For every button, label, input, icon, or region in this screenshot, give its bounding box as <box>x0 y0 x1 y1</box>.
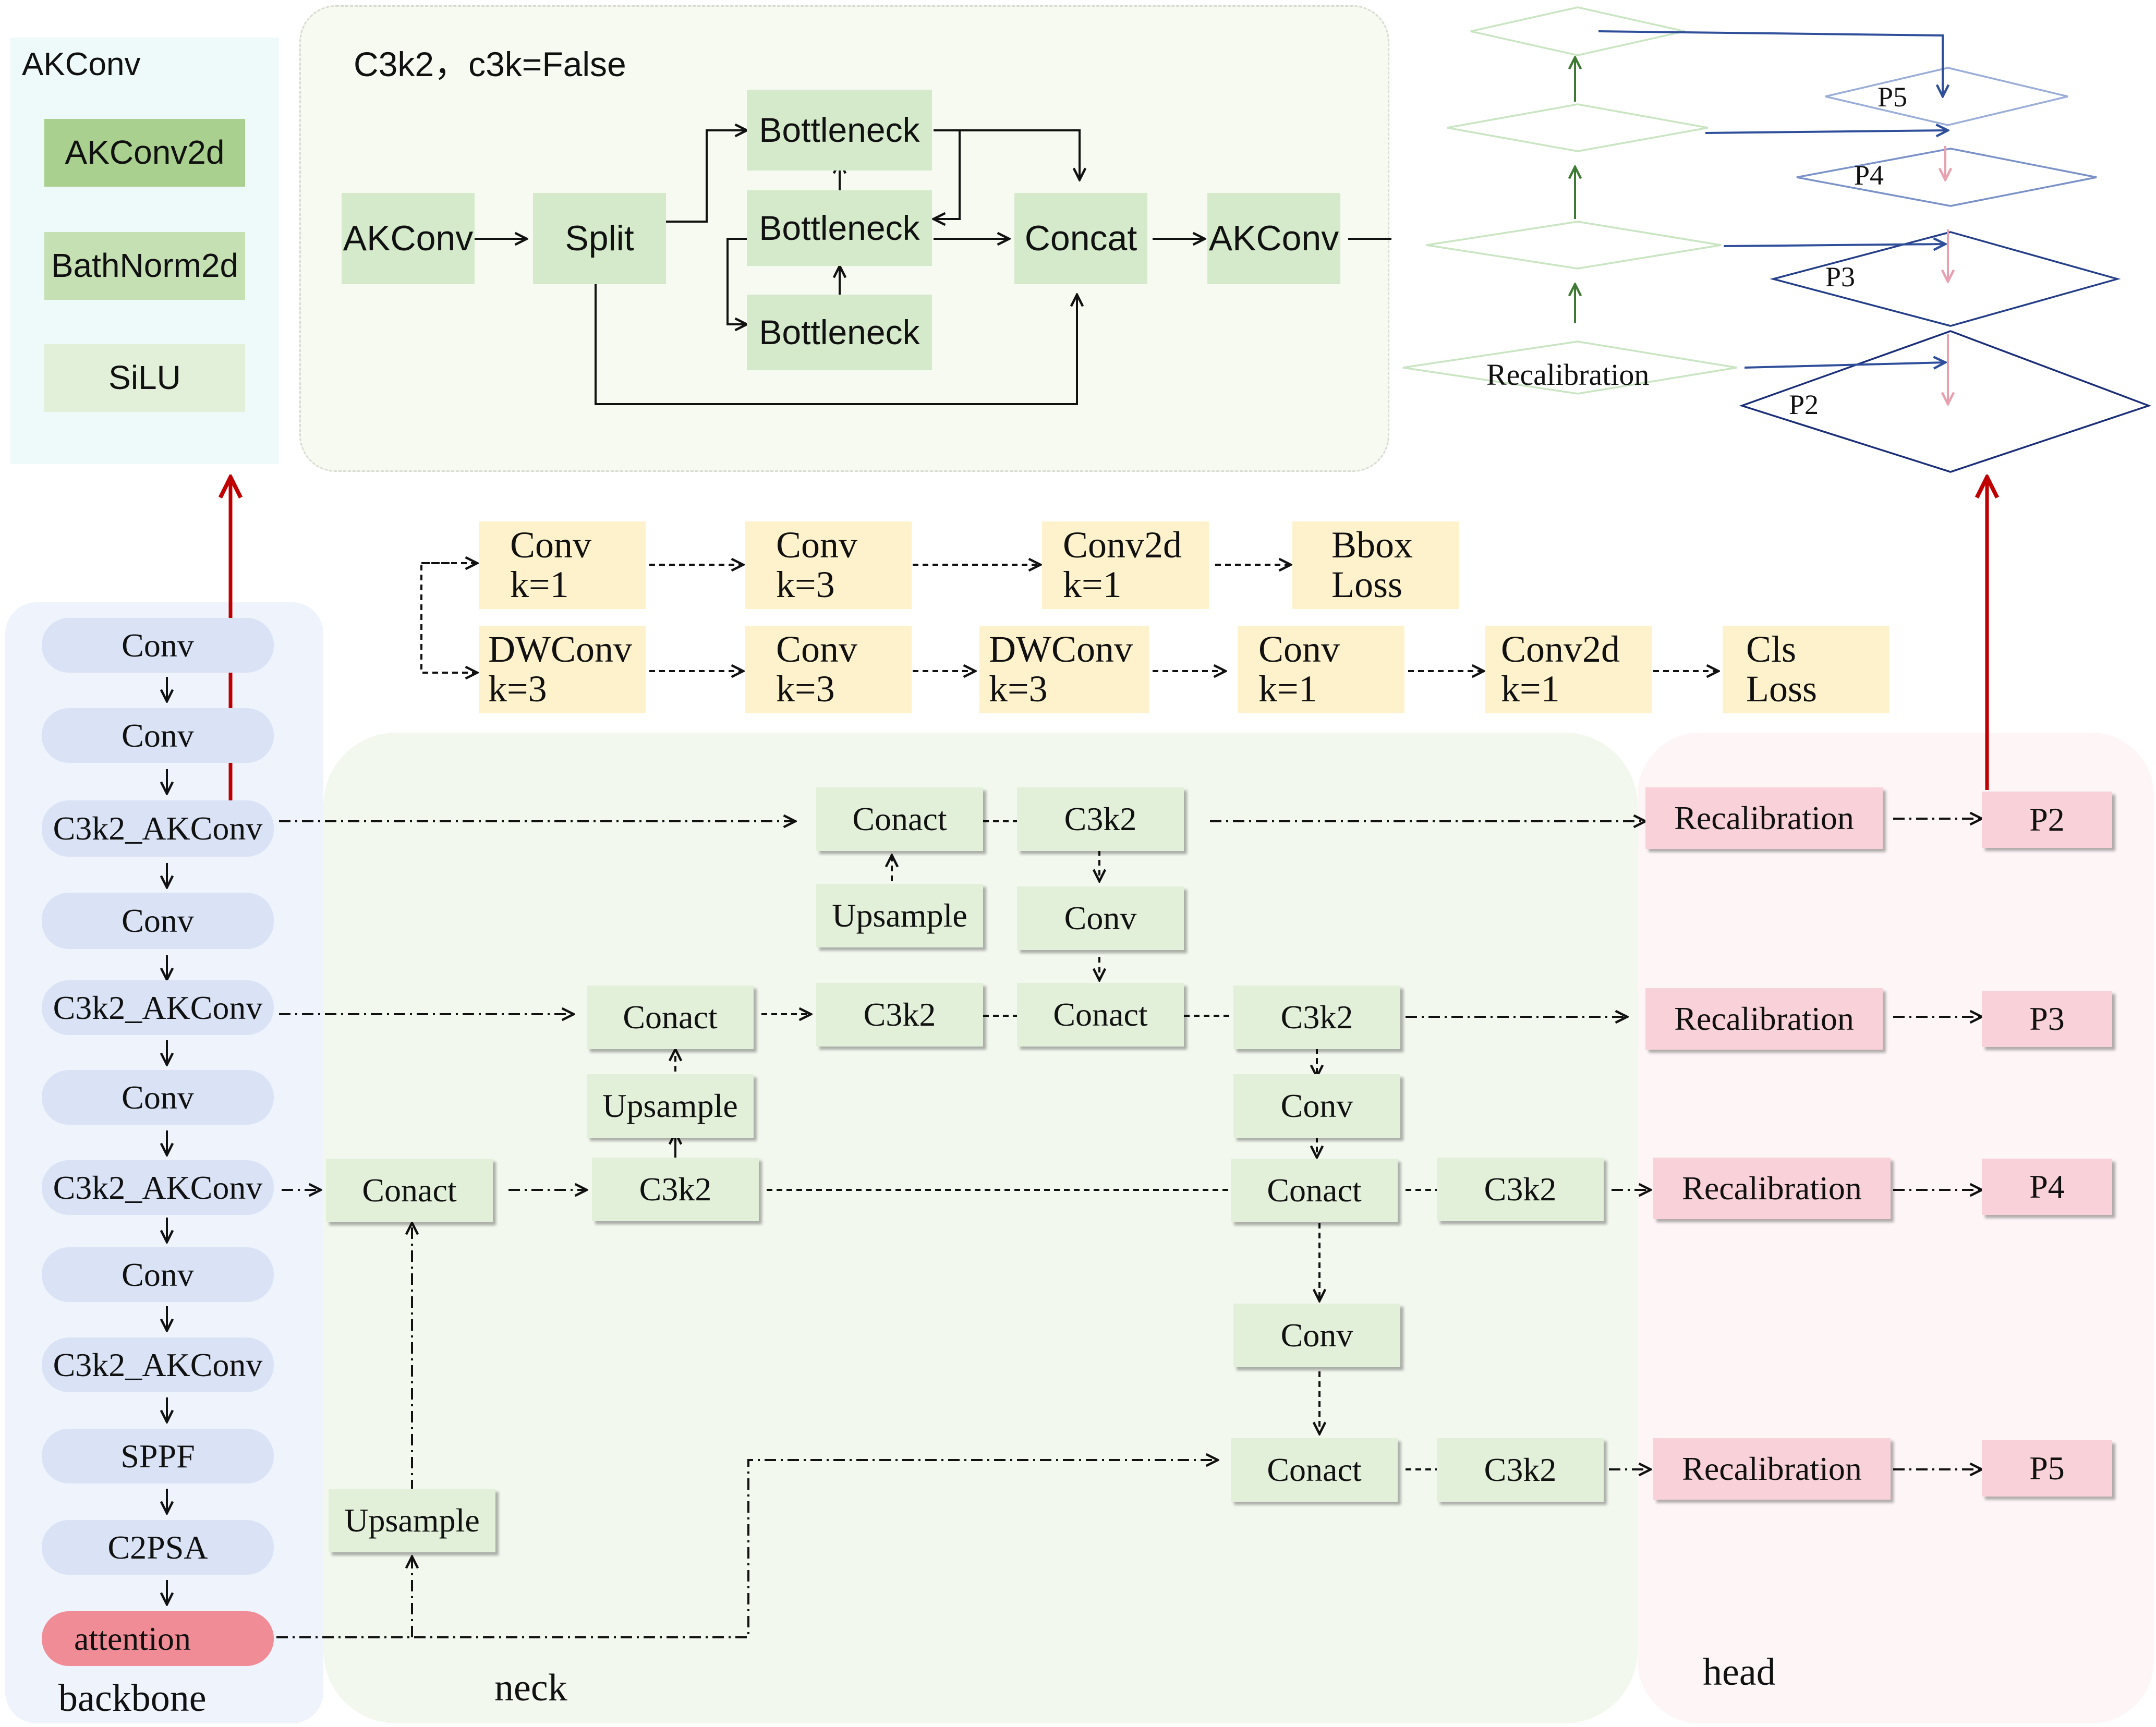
neck-panel <box>323 733 1638 1723</box>
pyramid-p4-label: P4 <box>1854 160 1884 191</box>
c3k2-akconv-output: AKConv <box>1207 193 1340 284</box>
neck-conv-p4-down: Conv <box>1233 1304 1400 1367</box>
neck-conv-p3-down: Conv <box>1233 1074 1400 1138</box>
neck-conact-p2: Conact <box>816 787 983 851</box>
c3k2-bottleneck-3: Bottleneck <box>747 295 932 370</box>
head-panel <box>1638 733 2154 1723</box>
neck-conact-mid-right: Conact <box>1017 983 1184 1047</box>
feature-pyramid <box>1402 6 2152 473</box>
backbone-c2psa: C2PSA <box>42 1520 274 1575</box>
backbone-c3k2-akconv-4: C3k2_AKConv <box>42 1337 274 1392</box>
head-conv2d-k1-box: Conv2d k=1 <box>1042 521 1209 609</box>
head-dwconv-k3-box: DWConv k=3 <box>479 626 646 713</box>
head-conv-k1-box: Conv k=1 <box>479 521 646 609</box>
bbox-loss-box: Bbox Loss <box>1292 521 1459 609</box>
neck-conact-left: Conact <box>326 1159 493 1222</box>
neck-c3k2-p2: C3k2 <box>1017 787 1184 851</box>
neck-conact-p5: Conact <box>1231 1438 1398 1502</box>
c3k2-panel-title: C3k2，c3k=False <box>354 45 626 83</box>
head-output-p5: P5 <box>1982 1440 2112 1497</box>
akconv2d-block: AKConv2d <box>44 119 245 187</box>
head-label: head <box>1703 1651 1776 1694</box>
c3k2-split: Split <box>533 193 666 284</box>
backbone-label: backbone <box>58 1677 207 1720</box>
c3k2-akconv-input: AKConv <box>342 193 475 284</box>
backbone-conv-4: Conv <box>42 1070 274 1125</box>
head-recalibration-p5: Recalibration <box>1653 1438 1891 1500</box>
pyramid-p3-label: P3 <box>1825 261 1856 293</box>
head-recalibration-p4: Recalibration <box>1653 1158 1891 1219</box>
backbone-conv-2: Conv <box>42 708 274 763</box>
head-conv-k3-box-2: Conv k=3 <box>745 626 912 713</box>
neck-label: neck <box>494 1667 567 1709</box>
backbone-conv-5: Conv <box>42 1247 274 1302</box>
head-output-p3: P3 <box>1982 991 2112 1047</box>
neck-upsample-bottom: Upsample <box>329 1489 495 1552</box>
backbone-attention: attention <box>42 1611 274 1666</box>
cls-loss-box: Cls Loss <box>1723 626 1889 713</box>
head-conv-k1-box-2: Conv k=1 <box>1238 626 1404 713</box>
neck-c3k2-mid: C3k2 <box>816 983 983 1047</box>
backbone-c3k2-akconv-3: C3k2_AKConv <box>42 1160 274 1215</box>
backbone-conv-1: Conv <box>42 618 274 673</box>
silu-block: SiLU <box>44 344 245 412</box>
c3k2-bottleneck-2: Bottleneck <box>747 190 932 266</box>
neck-conv-top: Conv <box>1017 886 1184 950</box>
c3k2-bottleneck-1: Bottleneck <box>747 90 932 171</box>
backbone-conv-3: Conv <box>42 893 274 949</box>
batchnorm2d-block: BathNorm2d <box>44 232 245 300</box>
backbone-c3k2-akconv-2: C3k2_AKConv <box>42 980 274 1035</box>
neck-c3k2-p5: C3k2 <box>1437 1438 1604 1502</box>
neck-c3k2-left: C3k2 <box>592 1158 759 1221</box>
neck-conact-p4: Conact <box>1231 1159 1398 1222</box>
head-recalibration-p3: Recalibration <box>1645 988 1883 1050</box>
head-dwconv-k3-box-2: DWConv k=3 <box>979 626 1149 713</box>
backbone-c3k2-akconv-1: C3k2_AKConv <box>42 800 274 857</box>
akconv-panel-title: AKConv <box>22 46 141 82</box>
pyramid-p5-label: P5 <box>1878 81 1908 113</box>
head-output-p4: P4 <box>1982 1159 2112 1215</box>
backbone-sppf: SPPF <box>42 1429 274 1483</box>
pyramid-recalibration-label: Recalibration <box>1486 358 1650 392</box>
neck-upsample-mid: Upsample <box>587 1074 754 1138</box>
pyramid-p2-label: P2 <box>1789 389 1819 420</box>
head-recalibration-p2: Recalibration <box>1645 787 1883 849</box>
head-conv-k3-box: Conv k=3 <box>745 521 912 609</box>
head-conv2d-k1-box-2: Conv2d k=1 <box>1485 626 1652 713</box>
head-output-p2: P2 <box>1982 792 2112 848</box>
neck-upsample-top: Upsample <box>816 884 983 947</box>
pyramid-pink-arrows <box>1945 146 1948 404</box>
c3k2-concat: Concat <box>1014 193 1147 284</box>
neck-c3k2-p4: C3k2 <box>1437 1158 1604 1221</box>
neck-c3k2-p3: C3k2 <box>1233 986 1400 1049</box>
neck-conact-mid-left: Conact <box>587 986 754 1049</box>
